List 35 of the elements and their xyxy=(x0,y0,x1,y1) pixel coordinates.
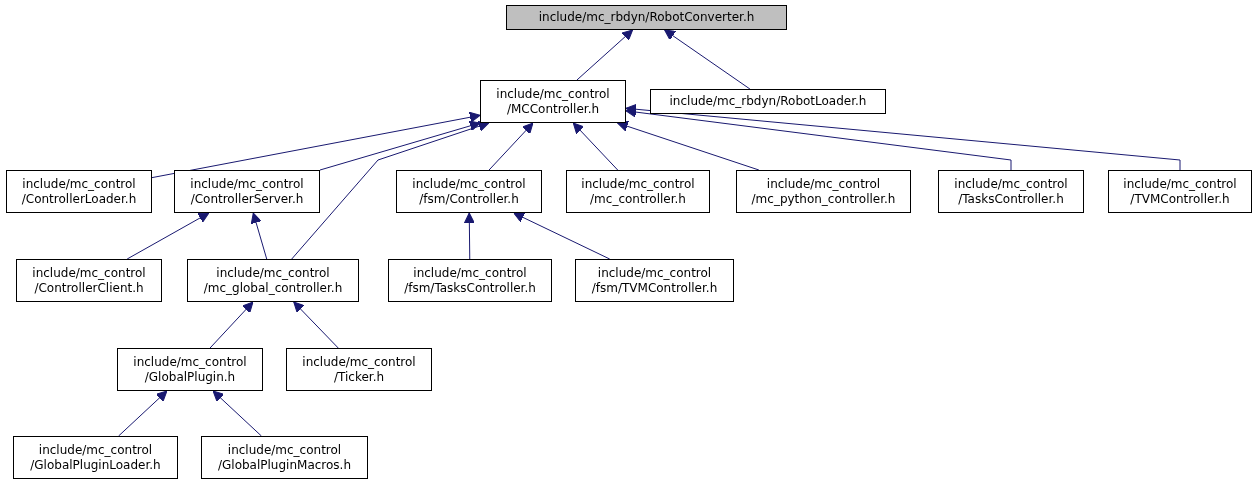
file-box: include/mc_control /fsm/Controller.h xyxy=(396,170,542,213)
arrow xyxy=(209,301,254,349)
arrow xyxy=(576,29,634,81)
file-box: include/mc_control /TasksController.h xyxy=(938,170,1084,213)
file-box: include/mc_control /fsm/TVMController.h xyxy=(575,259,734,302)
arrow xyxy=(291,120,490,260)
file-box: include/mc_rbdyn/RobotLoader.h xyxy=(650,89,886,114)
arrow xyxy=(488,122,534,171)
arrow xyxy=(572,122,619,171)
arrow xyxy=(617,120,760,171)
arrow xyxy=(212,390,262,437)
file-box: include/mc_control /mc_global_controller.h xyxy=(187,259,359,302)
arrow xyxy=(250,212,268,260)
file-box: include/mc_control /Ticker.h xyxy=(286,348,432,391)
file-box: include/mc_rbdyn/RobotConverter.h xyxy=(506,5,787,30)
file-box: include/mc_control /MCController.h xyxy=(480,80,626,123)
file-box: include/mc_control /GlobalPlugin.h xyxy=(117,348,263,391)
file-box: include/mc_control /fsm/TasksController.h xyxy=(388,259,552,302)
file-box: include/mc_control /ControllerServer.h xyxy=(174,170,320,213)
arrow xyxy=(293,301,339,349)
arrow xyxy=(625,103,1181,171)
file-box: include/mc_control /ControllerLoader.h xyxy=(6,170,152,213)
arrow xyxy=(319,120,481,171)
file-box: include/mc_control /mc_controller.h xyxy=(566,170,710,213)
file-box: include/mc_control /TVMController.h xyxy=(1108,170,1252,213)
file-box: include/mc_control /mc_python_controller.h xyxy=(736,170,911,213)
arrow xyxy=(664,29,751,90)
file-box: include/mc_control /GlobalPluginLoader.h xyxy=(13,436,178,479)
file-box: include/mc_control /ControllerClient.h xyxy=(16,259,162,302)
arrow xyxy=(513,212,611,260)
arrow xyxy=(118,390,168,437)
file-box: include/mc_control /GlobalPluginMacros.h xyxy=(201,436,368,479)
arrow xyxy=(463,212,475,260)
arrow xyxy=(151,111,481,179)
arrow xyxy=(126,212,210,260)
